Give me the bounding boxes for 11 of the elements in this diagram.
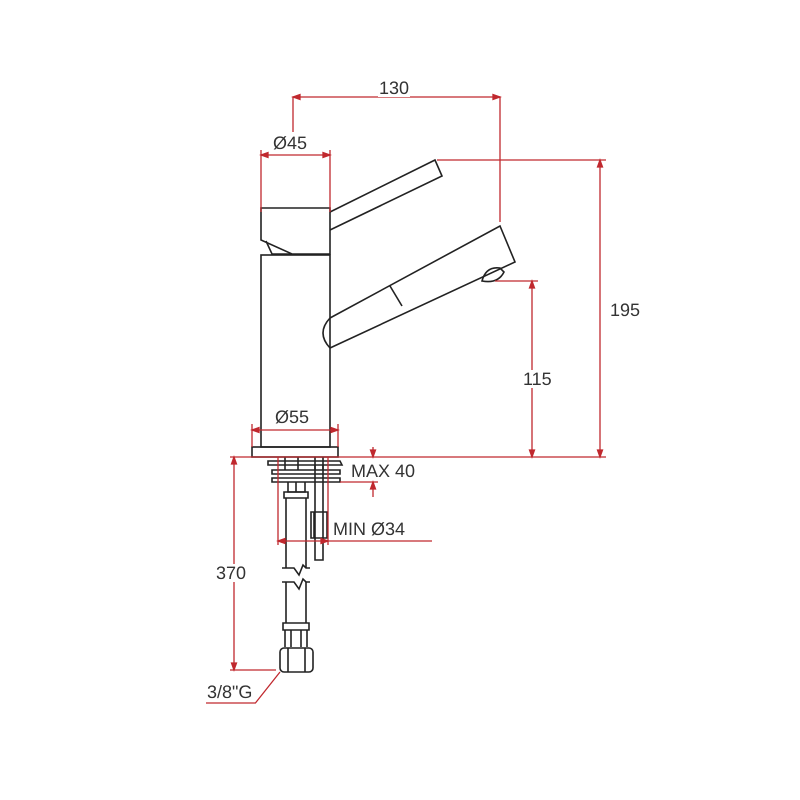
thread-label: 3/8"G xyxy=(206,683,254,701)
dimension-label: MAX 40 xyxy=(350,462,416,480)
dimension-label: 130 xyxy=(378,79,410,97)
dimension-label: 195 xyxy=(609,301,642,319)
dimension-label: 115 xyxy=(522,370,553,388)
dimension-label: Ø45 xyxy=(272,134,308,152)
hex-nut-icon xyxy=(279,647,314,673)
dimension-label: MIN Ø34 xyxy=(332,520,406,538)
leader-line xyxy=(206,672,280,704)
dimension-label: Ø55 xyxy=(274,408,310,426)
dimension-label: 370 xyxy=(215,564,248,582)
